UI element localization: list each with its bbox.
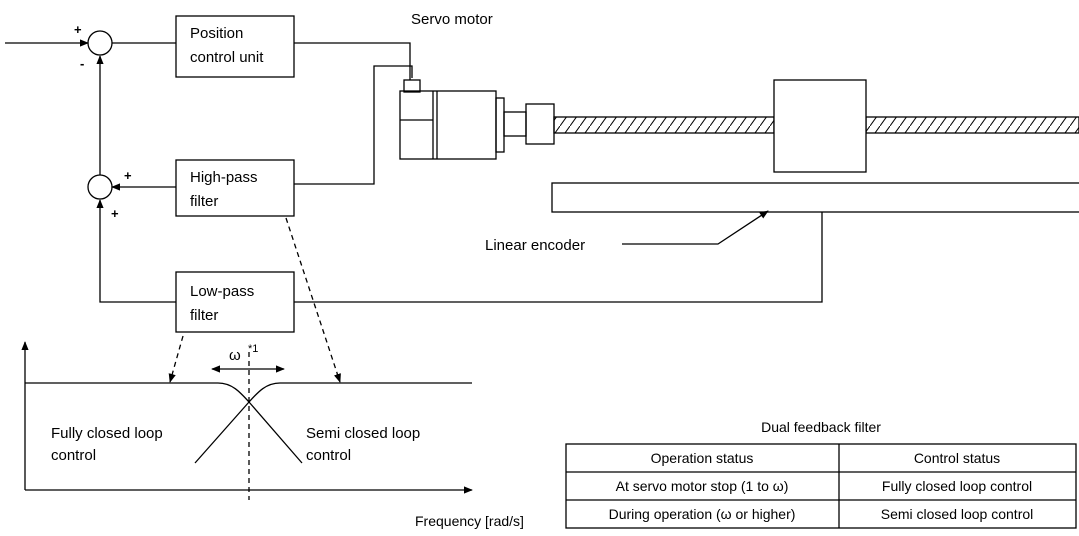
sum2-plus-sign-bottom: +: [111, 206, 119, 221]
load-table: [773, 79, 867, 173]
position-control-label-2: control unit: [190, 49, 264, 66]
linear-encoder-scale: [551, 182, 1079, 213]
semi-closed-label-1: Semi closed loop: [306, 425, 420, 442]
linear-encoder-feedback-line: [294, 212, 823, 303]
omega-note-label: *1: [248, 343, 258, 355]
table-header-operation: Operation status: [651, 450, 754, 466]
servo-motor: [399, 79, 555, 160]
sum1-plus-sign: +: [74, 22, 82, 37]
command-to-motor-line: [294, 42, 411, 80]
summing-junction-2: [87, 174, 113, 200]
low-pass-label-2: filter: [190, 307, 218, 324]
linear-encoder-label: Linear encoder: [485, 237, 585, 254]
lowpass-projection-line: [168, 335, 184, 383]
frequency-axis-label: Frequency [rad/s]: [415, 513, 524, 529]
table-title: Dual feedback filter: [761, 419, 881, 435]
fully-closed-label-1: Fully closed loop: [51, 425, 163, 442]
table-cell-stop-control: Fully closed loop control: [882, 478, 1032, 494]
position-control-block: [175, 15, 295, 78]
sum1-minus-sign: -: [80, 56, 84, 71]
table-cell-stop-operation: At servo motor stop (1 to ω): [616, 478, 789, 494]
summing-junction-1: [87, 30, 113, 56]
fully-closed-label-2: control: [51, 447, 96, 464]
high-pass-filter-block: [175, 159, 295, 217]
servo-motor-label: Servo motor: [411, 11, 493, 28]
lowpass-to-sum2-line: [96, 199, 176, 303]
low-pass-label-1: Low-pass: [190, 283, 254, 300]
motor-feedback-line: [294, 65, 413, 185]
position-control-label-1: Position: [190, 25, 243, 42]
high-pass-label-2: filter: [190, 193, 218, 210]
table-cell-run-operation: During operation (ω or higher): [609, 506, 796, 522]
linear-encoder-leader: [622, 210, 769, 245]
table-cell-run-control: Semi closed loop control: [881, 506, 1034, 522]
semi-closed-label-2: control: [306, 447, 351, 464]
ball-screw: [553, 116, 1079, 134]
sum2-plus-sign-right: +: [124, 168, 132, 183]
omega-label: ω: [229, 347, 241, 364]
dual-feedback-table-grid: [565, 443, 1077, 529]
high-pass-label-1: High-pass: [190, 169, 258, 186]
table-header-control: Control status: [914, 450, 1000, 466]
highpass-projection-line: [285, 217, 341, 383]
